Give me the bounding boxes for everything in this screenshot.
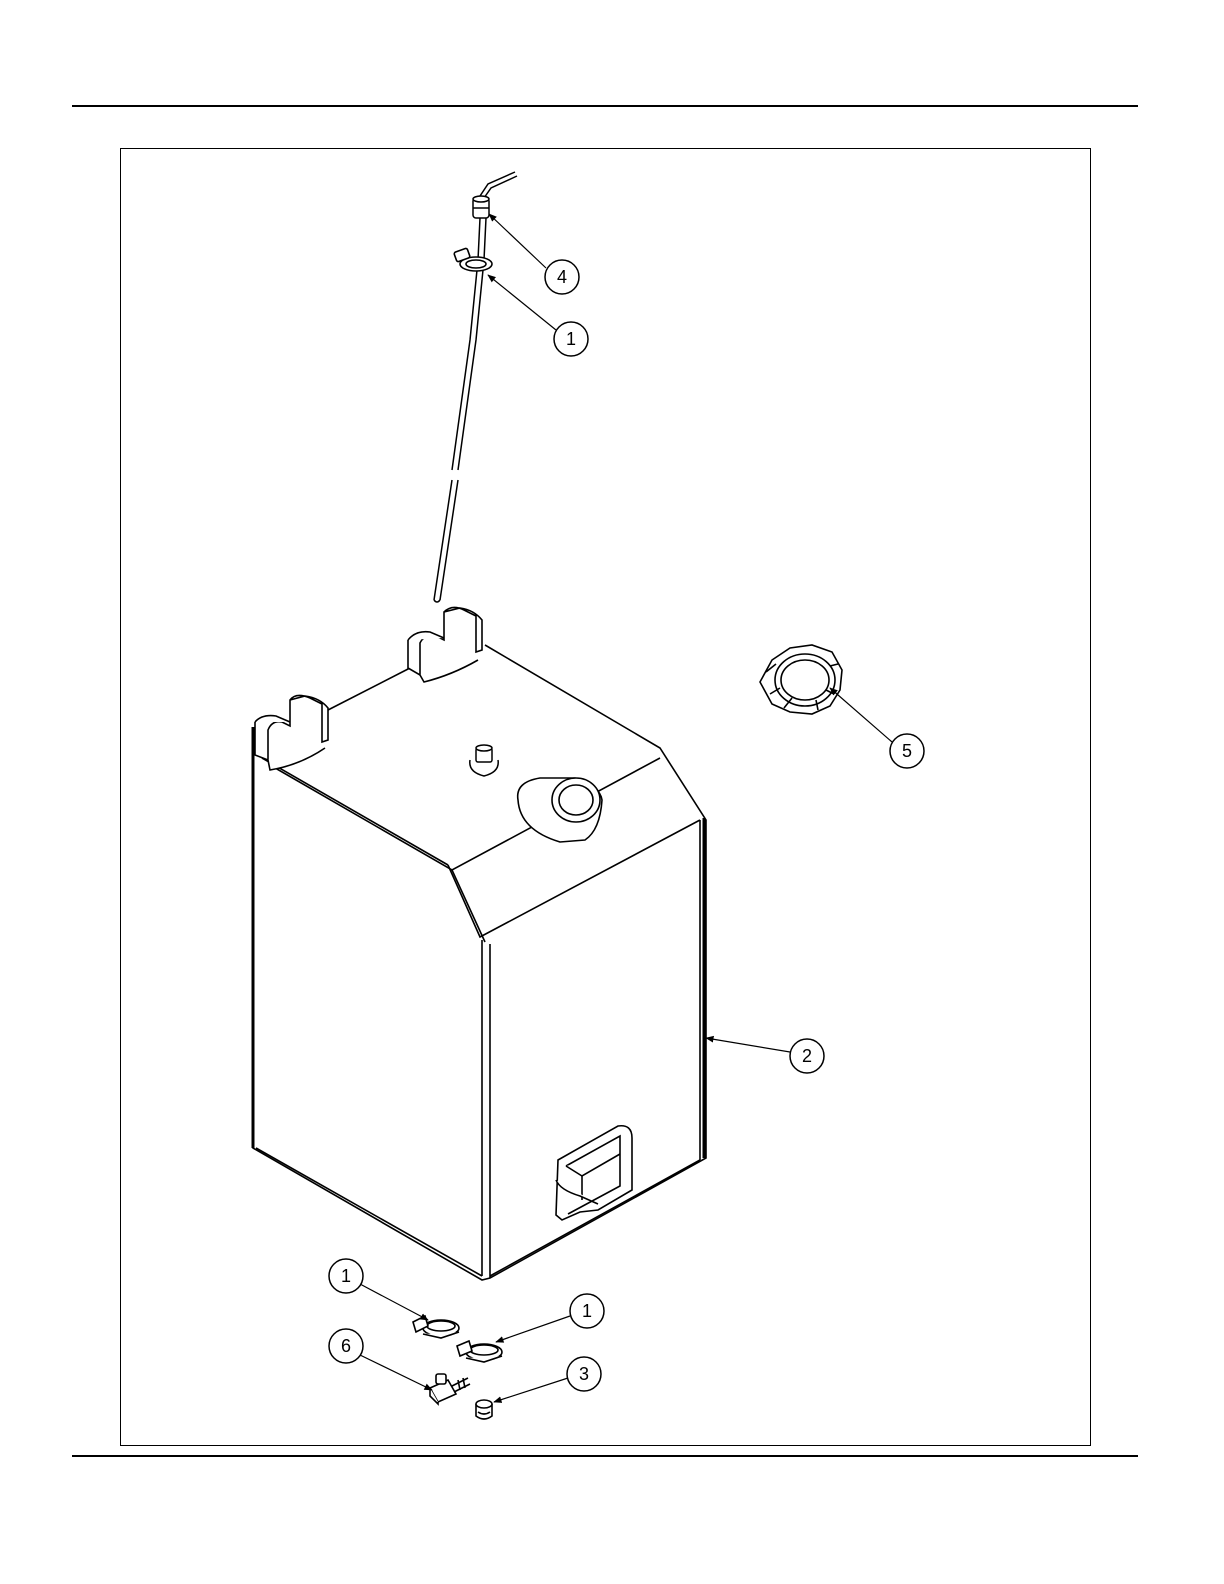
drain-plug <box>476 1400 492 1419</box>
callout-3-label: 3 <box>579 1364 589 1384</box>
callout-6-label: 6 <box>341 1336 351 1356</box>
callout-6: 6 <box>329 1329 432 1390</box>
footer-rule <box>72 1455 1138 1457</box>
callout-3: 3 <box>494 1357 601 1402</box>
callout-1-left: 1 <box>329 1259 428 1320</box>
tank-filler-neck <box>518 778 602 842</box>
vent-fitting <box>473 196 489 218</box>
callout-1-right-label: 1 <box>582 1301 592 1321</box>
callout-1-left-label: 1 <box>341 1266 351 1286</box>
callout-4-label: 4 <box>557 267 567 287</box>
callout-5: 5 <box>830 688 924 768</box>
callout-2-label: 2 <box>802 1046 812 1066</box>
hose-clamp-left <box>413 1316 459 1338</box>
hose-clamp-top <box>454 248 492 271</box>
callout-5-label: 5 <box>902 741 912 761</box>
vent-tube <box>434 172 517 602</box>
tank-cap <box>760 645 842 714</box>
elbow-fitting <box>430 1374 470 1404</box>
callout-4: 4 <box>489 214 579 294</box>
tank-vent-port <box>470 745 498 776</box>
callout-1-top-label: 1 <box>566 329 576 349</box>
fuel-tank <box>253 645 706 1280</box>
hose-clamp-right <box>457 1341 502 1362</box>
callout-1-right: 1 <box>496 1294 604 1342</box>
callout-2: 2 <box>706 1038 824 1073</box>
